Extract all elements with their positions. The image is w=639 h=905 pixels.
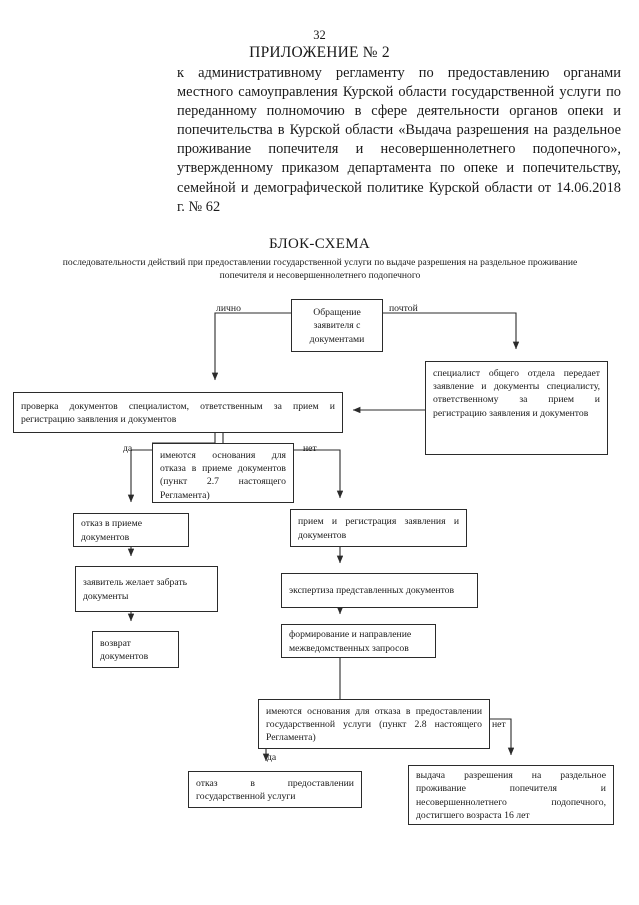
edge-label-no-service: нет [492, 719, 506, 730]
node-decision-refuse-acceptance[interactable]: имеются основания для отказа в приеме до… [152, 443, 294, 503]
node-appeal[interactable]: Обращение заявителя с документами [291, 299, 383, 352]
flowchart-title: БЛОК-СХЕМА [268, 236, 371, 252]
node-decision-refuse-service[interactable]: имеются основания для отказа в предостав… [258, 699, 490, 749]
node-specialist-transfer[interactable]: специалист общего отдела передает заявле… [425, 361, 608, 455]
appendix-body-text: к административному регламенту по предос… [177, 65, 621, 215]
edge-label-yes-acceptance: да [123, 443, 133, 454]
node-interdepartmental-requests[interactable]: формирование и направление межведомствен… [281, 624, 436, 658]
flowchart-subtitle: последовательности действий при предоста… [62, 257, 578, 281]
edge-label-no-acceptance: нет [303, 443, 317, 454]
edge-label-by-mail: почтой [389, 303, 418, 314]
node-expertise[interactable]: экспертиза представленных документов [281, 573, 478, 608]
node-check-documents[interactable]: проверка документов специалистом, ответс… [13, 392, 343, 433]
node-accept-and-register[interactable]: прием и регистрация заявления и документ… [290, 509, 467, 547]
node-return-documents[interactable]: возврат документов [92, 631, 179, 668]
node-refuse-acceptance[interactable]: отказ в приеме документов [73, 513, 189, 547]
node-issue-permit[interactable]: выдача разрешения на раздельное проживан… [408, 765, 614, 825]
page-number: 32 [313, 28, 326, 42]
appendix-title: ПРИЛОЖЕНИЕ № 2 [249, 44, 390, 61]
node-applicant-wants-documents-back[interactable]: заявитель желает забрать документы [75, 566, 218, 612]
node-refuse-service[interactable]: отказ в предоставлении государственной у… [188, 771, 362, 808]
edge-label-yes-service: да [267, 752, 277, 763]
edge-label-in-person: лично [216, 303, 241, 314]
